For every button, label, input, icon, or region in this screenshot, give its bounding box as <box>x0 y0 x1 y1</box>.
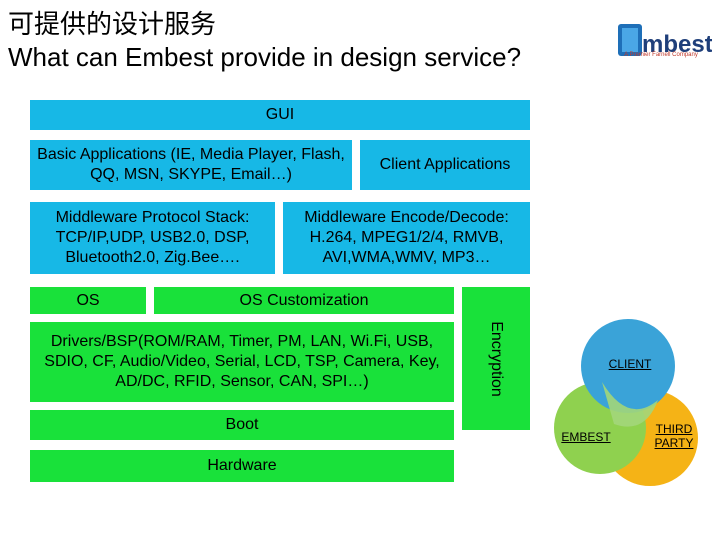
page-title-chinese: 可提供的设计服务 <box>8 10 217 40</box>
venn-label-party: PARTY <box>654 436 694 451</box>
encryption-layer: Encryption <box>462 287 530 430</box>
venn-label-third: THIRD <box>655 422 693 436</box>
os-layer: OS <box>30 287 146 314</box>
page-title-english: What can Embest provide in design servic… <box>8 42 522 72</box>
venn-label-embest: EMBEST <box>561 430 611 444</box>
os-customization-layer: OS Customization <box>154 287 454 314</box>
middleware-protocol-layer: Middleware Protocol Stack: TCP/IP,UDP, U… <box>30 202 275 274</box>
venn-overlap <box>602 382 658 427</box>
embest-logo: mbest <box>618 24 712 58</box>
encryption-label: Encryption <box>488 320 505 397</box>
client-applications-layer: Client Applications <box>360 140 530 190</box>
middleware-codec-layer: Middleware Encode/Decode: H.264, MPEG1/2… <box>283 202 530 274</box>
logo-tagline: A Premier Farnell Company <box>624 52 698 58</box>
collaboration-venn-diagram <box>554 319 698 486</box>
boot-layer: Boot <box>30 410 454 440</box>
logo-wordmark: mbest <box>642 31 712 58</box>
gui-layer: GUI <box>30 100 530 130</box>
venn-label-client: CLIENT <box>608 357 652 371</box>
drivers-bsp-layer: Drivers/BSP(ROM/RAM, Timer, PM, LAN, Wi.… <box>30 322 454 402</box>
venn-label-third-party: THIRD PARTY <box>646 422 702 451</box>
basic-applications-layer: Basic Applications (IE, Media Player, Fl… <box>30 140 352 190</box>
hardware-layer: Hardware <box>30 450 454 482</box>
